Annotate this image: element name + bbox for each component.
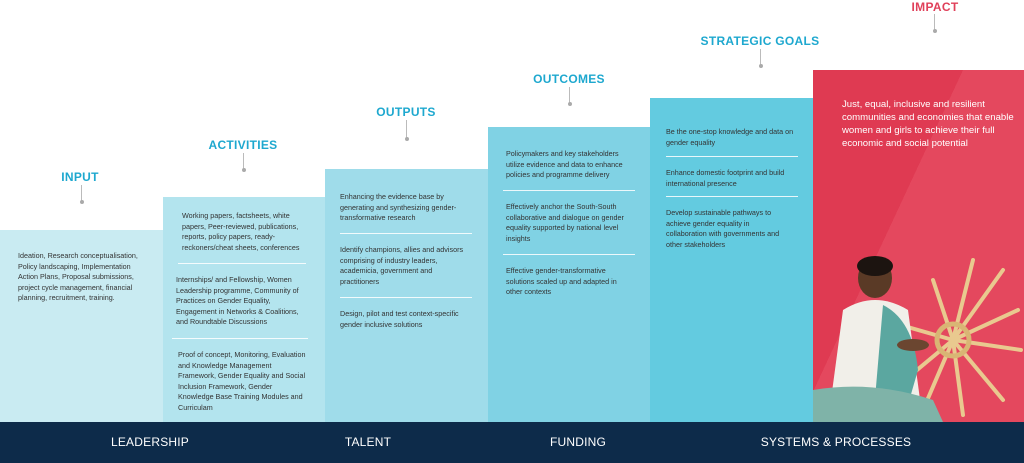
title-stem [241, 153, 246, 172]
outcomes-item-1: Policymakers and key stakeholders utiliz… [506, 149, 623, 180]
strategic-goals-item-3: Develop sustainable pathways to achieve … [666, 208, 780, 249]
divider [172, 338, 308, 339]
divider [340, 233, 472, 234]
divider [503, 254, 635, 255]
title-stem [758, 49, 763, 68]
title-stem [567, 87, 572, 106]
strategic-goals-item-2: Enhance domestic footprint and build int… [666, 168, 785, 188]
outcomes-item-2: Effectively anchor the South-South colla… [506, 202, 624, 243]
title-stem [404, 120, 409, 141]
divider [666, 156, 798, 157]
outputs-item-2: Identify champions, allies and advisors … [340, 245, 464, 286]
strategic-goals-item-1: Be the one-stop knowledge and data on ge… [666, 127, 794, 147]
column-input [0, 230, 163, 422]
impact-statement: Just, equal, inclusive and resilient com… [842, 99, 1014, 149]
footer-talent: TALENT [344, 435, 392, 449]
divider [503, 190, 635, 191]
outputs-item-1: Enhancing the evidence base by generatin… [340, 192, 457, 223]
activities-item-2: Internships/ and Fellowship, Women Leade… [176, 275, 299, 327]
woman-weaving-basket-image [813, 256, 1023, 422]
activities-item-1: Working papers, factsheets, white papers… [182, 211, 300, 252]
outputs-item-3: Design, pilot and test context-specific … [340, 309, 459, 329]
title-stem [79, 185, 84, 204]
footer-funding: FUNDING [549, 435, 607, 449]
title-input: INPUT [61, 170, 99, 184]
column-outcomes [488, 127, 650, 422]
outcomes-item-3: Effective gender-transformative solution… [506, 266, 617, 297]
divider [340, 297, 472, 298]
divider [178, 263, 306, 264]
footer-leadership: LEADERSHIP [110, 435, 190, 449]
column-activities [163, 197, 325, 422]
title-strategic-goals: STRATEGIC GOALS [700, 34, 820, 48]
divider [666, 196, 798, 197]
footer-systems-processes: SYSTEMS & PROCESSES [760, 435, 912, 449]
title-stem [932, 14, 937, 33]
column-outputs [325, 169, 488, 422]
title-outputs: OUTPUTS [376, 105, 436, 119]
activities-item-3: Proof of concept, Monitoring, Evaluation… [178, 350, 306, 412]
footer-bar: LEADERSHIP TALENT FUNDING SYSTEMS & PROC… [0, 422, 1024, 463]
column-strategic-goals [650, 98, 813, 422]
title-impact: IMPACT [911, 0, 959, 14]
title-activities: ACTIVITIES [208, 138, 278, 152]
input-text: Ideation, Research conceptualisation, Po… [18, 251, 138, 303]
title-outcomes: OUTCOMES [533, 72, 605, 86]
